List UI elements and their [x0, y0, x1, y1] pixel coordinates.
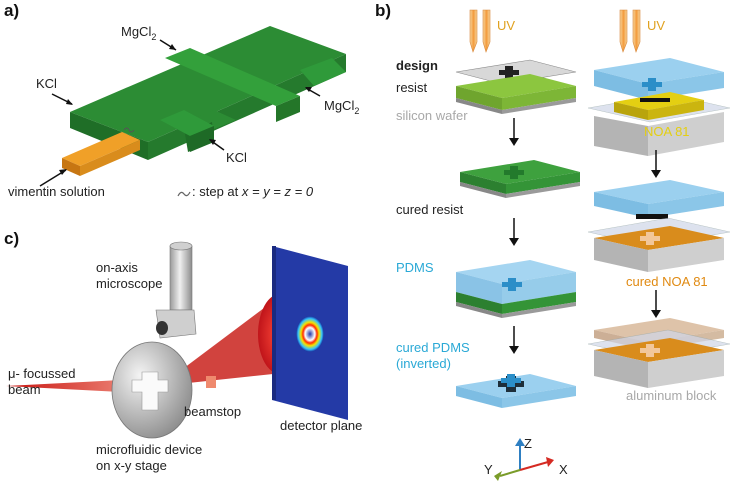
stack-cured-pdms [456, 374, 576, 408]
label-device-1: microfluidic device [96, 442, 202, 457]
label-device-2: on x-y stage [96, 458, 167, 473]
uv-lamp-right [619, 9, 641, 53]
step-note: : step at x = y = z = 0 [192, 184, 314, 199]
label-vimentin: vimentin solution [8, 184, 105, 199]
scatter-cone [160, 296, 292, 386]
label-cured-resist: cured resist [396, 202, 464, 217]
label-microscope-1: on-axis [96, 260, 138, 275]
label-kcl-left: KCl [36, 76, 57, 91]
microscope-icon [155, 241, 197, 339]
label-design: design [396, 58, 438, 73]
axis-x-label: X [559, 462, 568, 477]
panel-c-label: c) [4, 229, 19, 248]
step-icon [177, 191, 191, 197]
label-noa81: NOA 81 [644, 124, 690, 139]
label-detector: detector plane [280, 418, 362, 433]
stack-cured-noa81 [587, 180, 731, 272]
stack-pdms [456, 260, 576, 318]
stack-cured-resist [460, 160, 580, 198]
axis-z-label: Z [524, 436, 532, 451]
uv-lamp-left [469, 9, 491, 53]
panel-b-label: b) [375, 1, 391, 20]
label-silicon: silicon wafer [396, 108, 468, 123]
label-microscope-2: microscope [96, 276, 162, 291]
label-resist: resist [396, 80, 427, 95]
microfluidic-device [111, 341, 193, 439]
detector-plane [272, 246, 348, 420]
stack-design-resist-wafer [455, 59, 577, 114]
uv-label-right: UV [647, 18, 665, 33]
stack-noa81 [587, 58, 731, 156]
label-cured-pdms-inverted: (inverted) [396, 356, 451, 371]
label-pdms: PDMS [396, 260, 434, 275]
label-beam-2: beam [8, 382, 41, 397]
label-cured-pdms: cured PDMS [396, 340, 470, 355]
panel-a-label: a) [4, 1, 19, 20]
stack-aluminum [587, 318, 731, 388]
axis-y-label: Y [484, 462, 493, 477]
channel-cross-3d [62, 26, 346, 176]
axes-icon [494, 438, 554, 481]
label-beam-1: μ- focussed [8, 366, 75, 381]
uv-label-left: UV [497, 18, 515, 33]
label-beamstop: beamstop [184, 404, 241, 419]
label-mgcl2-top: MgCl2 [121, 24, 156, 42]
label-cured-noa81: cured NOA 81 [626, 274, 708, 289]
label-aluminum: aluminum block [626, 388, 717, 403]
label-mgcl2-right: MgCl2 [324, 98, 359, 116]
beamstop-block [206, 376, 216, 388]
label-kcl-bottom: KCl [226, 150, 247, 165]
